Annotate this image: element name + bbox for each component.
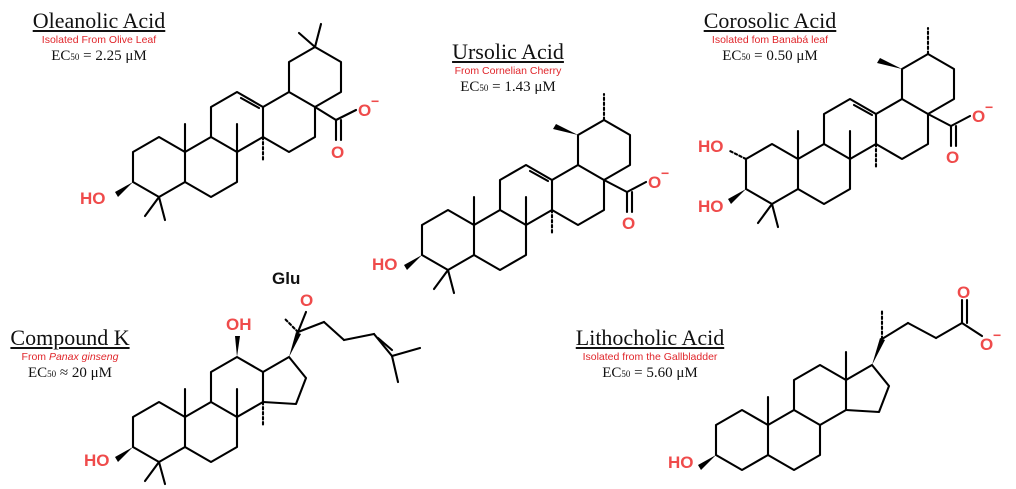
oxygen-label: O <box>622 214 635 233</box>
compound-source: Isolated From Olive Leaf <box>41 34 157 46</box>
hydroxyl-label: HO <box>698 137 724 156</box>
oxygen-label: O <box>957 283 970 302</box>
ec50-value: EC50 ≈ 20 μM <box>27 365 113 381</box>
compound-name: Oleanolic Acid <box>32 8 166 33</box>
label-oleanolic: Oleanolic Acid Isolated From Olive Leaf … <box>14 9 184 66</box>
structure-corosolic-acid: HO HO O − O <box>698 26 993 229</box>
compound-name: Compound K <box>10 325 130 350</box>
oxygen-label: O <box>980 335 993 354</box>
compound-name: Corosolic Acid <box>703 8 837 33</box>
glucose-label: Glu <box>272 269 300 288</box>
ec50-value: EC50 = 5.60 μM <box>602 365 698 381</box>
oxygen-label: O <box>972 107 985 126</box>
oxygen-label: O <box>331 143 344 162</box>
hydroxyl-label: HO <box>84 451 110 470</box>
structure-oleanolic-acid: HO O − O <box>80 22 379 222</box>
structure-compound-k: HO OH O Glu <box>84 269 422 486</box>
charge-label: − <box>371 93 379 109</box>
oxygen-label: O <box>946 148 959 167</box>
label-corosolic: Corosolic Acid Isolated fom Banabá leaf … <box>690 9 850 66</box>
charge-label: − <box>661 165 669 181</box>
structure-ursolic-acid: HO O − O <box>372 92 669 295</box>
charge-label: − <box>993 327 1001 343</box>
compound-name: Lithocholic Acid <box>575 325 725 350</box>
hydroxyl-label: HO <box>372 255 398 274</box>
compound-name: Ursolic Acid <box>452 39 564 64</box>
compound-source: Isolated fom Banabá leaf <box>711 34 829 46</box>
hydroxyl-label: HO <box>80 189 106 208</box>
oxygen-label: O <box>358 101 371 120</box>
compound-source: From Cornelian Cherry <box>454 65 562 77</box>
hydroxyl-label: HO <box>668 453 694 472</box>
structure-lithocholic-acid: HO O O − <box>668 283 1001 472</box>
hydroxyl-label: HO <box>698 197 724 216</box>
compound-source: Isolated from the Gallbladder <box>582 351 718 363</box>
oxygen-label: O <box>300 291 313 310</box>
compound-source: From Panax ginseng <box>21 351 119 363</box>
ec50-value: EC50 = 0.50 μM <box>722 48 818 64</box>
oxygen-label: O <box>648 173 661 192</box>
label-ursolic: Ursolic Acid From Cornelian Cherry EC50 … <box>428 40 588 97</box>
label-lithocholic: Lithocholic Acid Isolated from the Gallb… <box>562 326 738 383</box>
ec50-value: EC50 = 1.43 μM <box>460 79 556 95</box>
charge-label: − <box>985 99 993 115</box>
hydroxyl-label: OH <box>226 315 252 334</box>
label-compound-k: Compound K From Panax ginseng EC50 ≈ 20 … <box>2 326 138 383</box>
ec50-value: EC50 = 2.25 μM <box>51 48 147 64</box>
